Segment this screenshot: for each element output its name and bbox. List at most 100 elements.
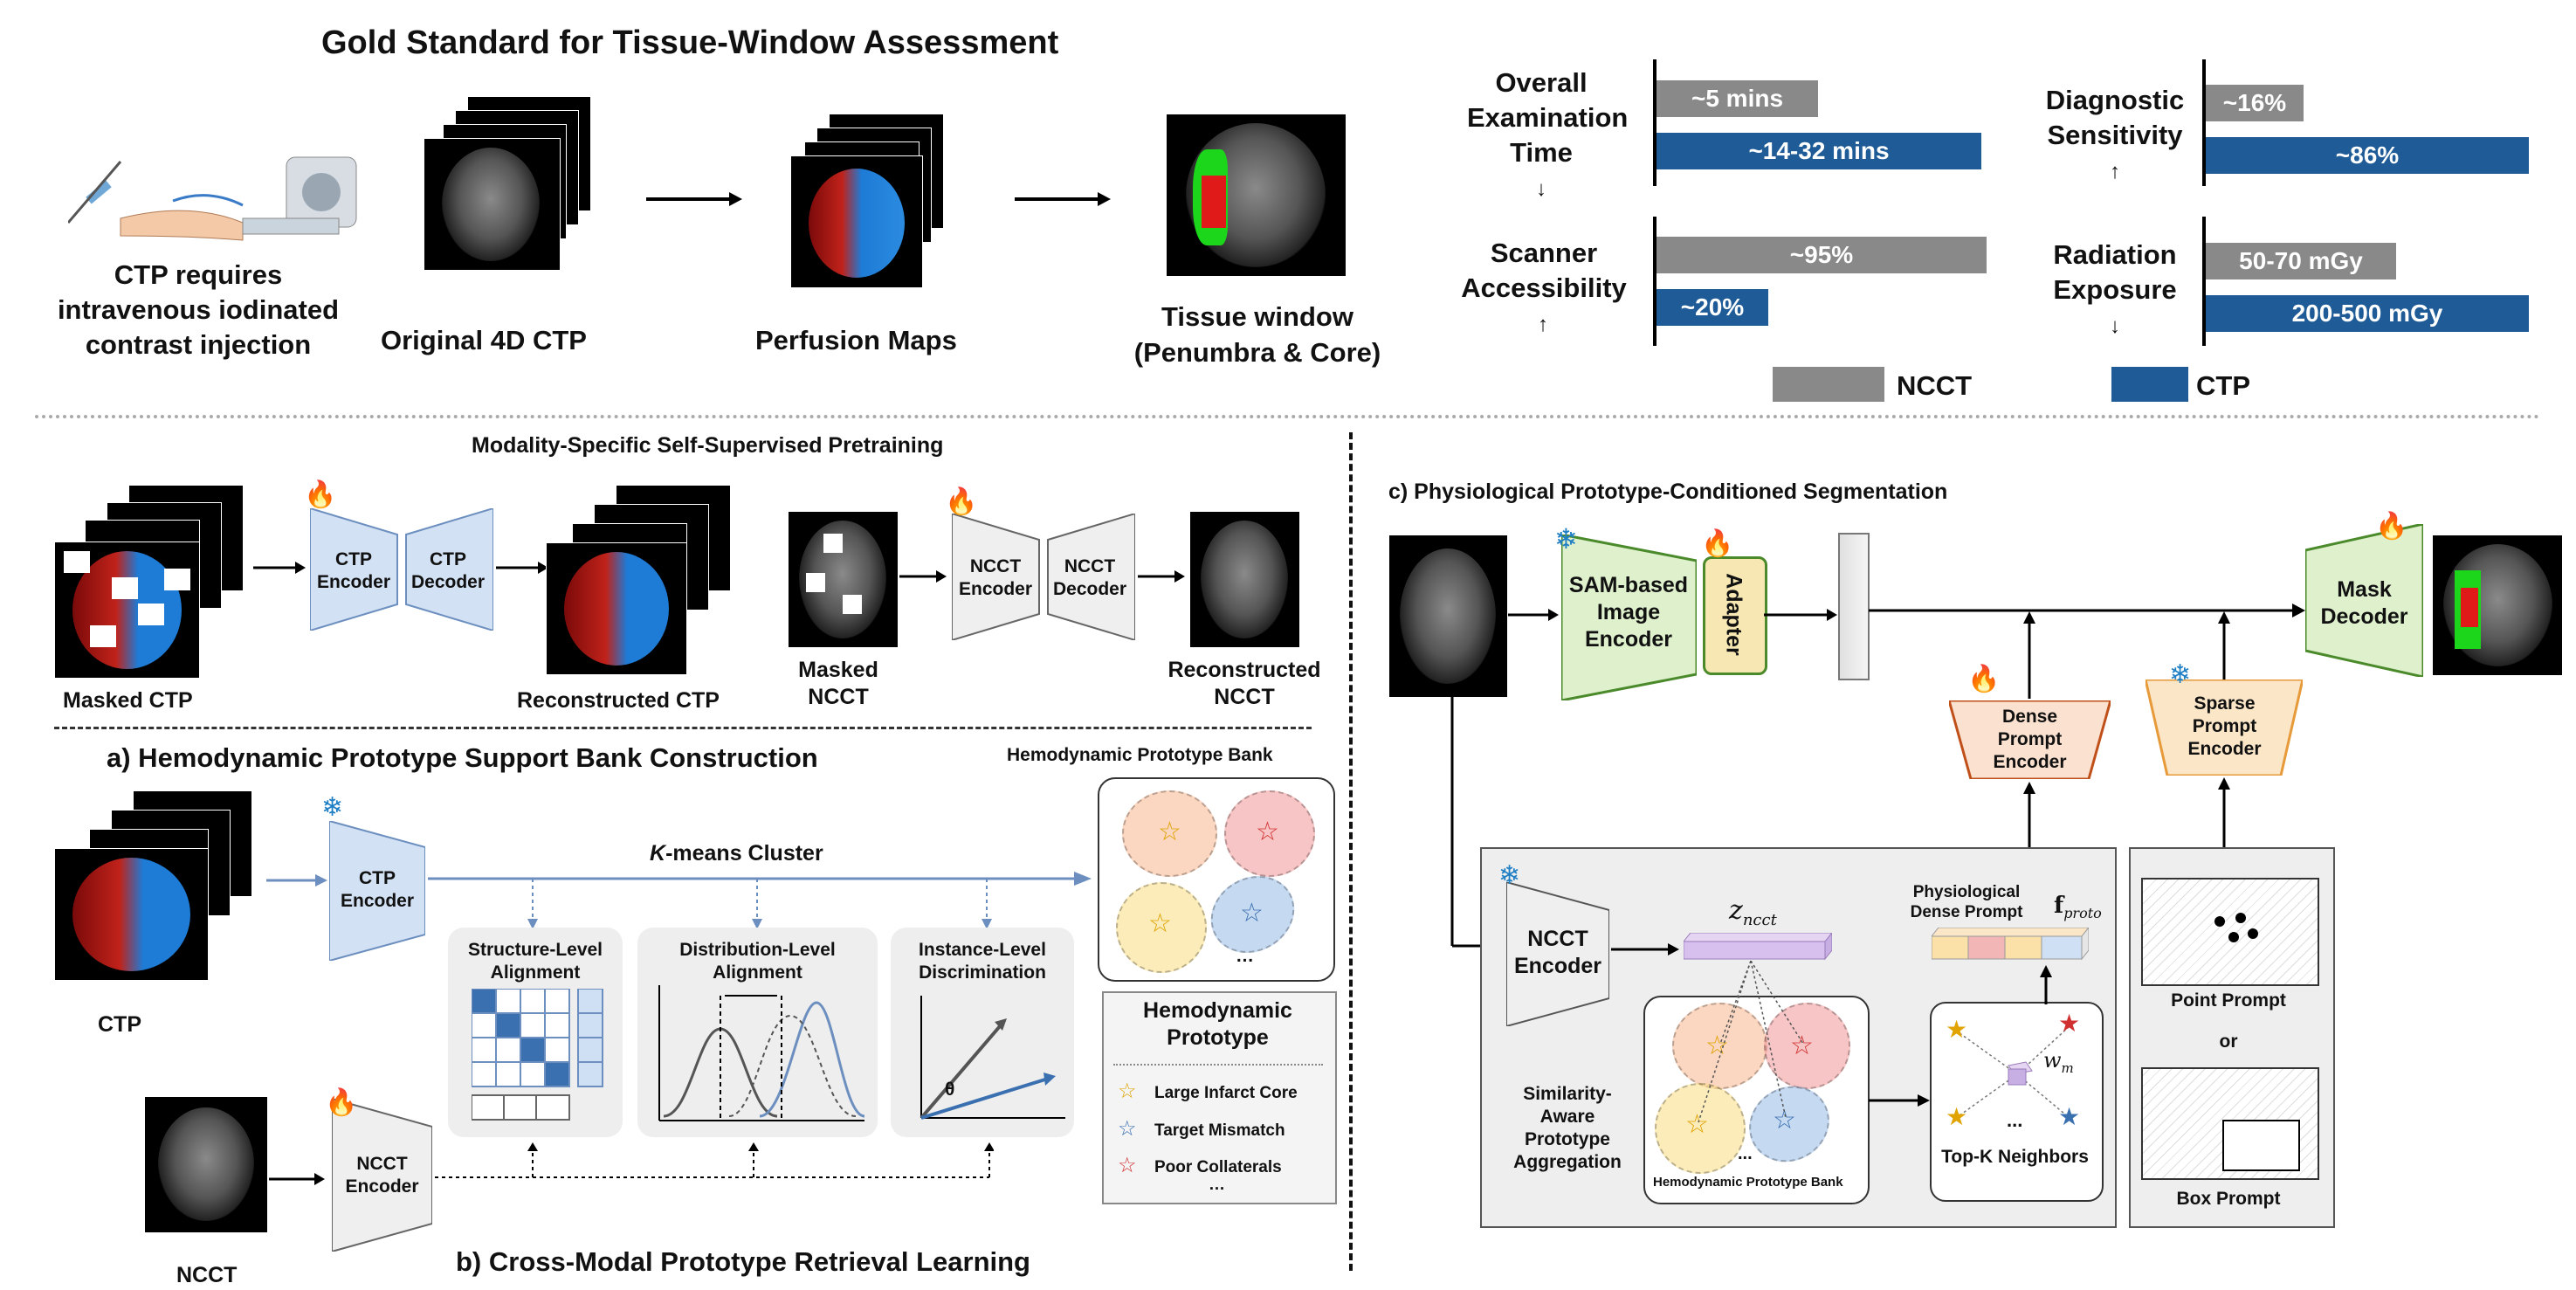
ncct-label-b: NCCT bbox=[176, 1263, 238, 1287]
fire-icon: 🔥 bbox=[2375, 512, 2408, 541]
star-icon: ☆ bbox=[1790, 1031, 1814, 1060]
f-proto-label: fproto bbox=[2054, 893, 2102, 922]
star-icon: ☆ bbox=[1148, 909, 1172, 938]
arrow-feature-to-decoder bbox=[1869, 597, 2305, 628]
section-b-title: b) Cross-Modal Prototype Retrieval Learn… bbox=[456, 1246, 1030, 1277]
bar-rad-ctp: 200-500 mGy bbox=[2206, 295, 2529, 332]
prototype-item-2: Target Mismatch bbox=[1154, 1121, 1285, 1140]
prototype-legend-ellipsis: … bbox=[1209, 1176, 1225, 1194]
star-icon: ★ bbox=[2058, 1010, 2081, 1037]
inner-bank-label: Hemodynamic Prototype Bank bbox=[1653, 1175, 1843, 1190]
arrow-decoder-to-recon bbox=[496, 559, 548, 581]
legend-swatch-ctp bbox=[2111, 367, 2188, 402]
dense-encoder-box bbox=[1947, 699, 2112, 781]
arrow-accessibility: ↑ bbox=[1538, 313, 1548, 336]
ctp-encoder-a-label: CTP Encoder bbox=[340, 868, 415, 911]
theta-label: θ bbox=[945, 1080, 955, 1100]
star-icon: ★ bbox=[1946, 1103, 1968, 1130]
star-icon: ☆ bbox=[1705, 1031, 1729, 1060]
arrow-1 bbox=[646, 190, 742, 212]
star-icon: ★ bbox=[1946, 1016, 1968, 1043]
z-ncct-vector bbox=[1682, 931, 1834, 961]
legend-label-ctp: CTP bbox=[2196, 370, 2250, 401]
label-sensitivity: Diagnostic Sensitivity bbox=[2045, 85, 2185, 150]
bar-sens-ctp: ~86% bbox=[2206, 137, 2529, 174]
topk-box bbox=[1930, 1002, 2104, 1202]
cluster-yellow bbox=[1655, 1083, 1746, 1174]
arrow-adapter-to-feature bbox=[1764, 606, 1838, 628]
fire-icon: 🔥 bbox=[945, 487, 978, 516]
reconstructed-ncct-image bbox=[1189, 511, 1300, 648]
snowflake-icon: ❄ bbox=[321, 793, 344, 822]
point-prompt-label: Point Prompt bbox=[2171, 990, 2286, 1011]
legend-swatch-ncct bbox=[1773, 367, 1884, 402]
ncct-image-b bbox=[144, 1096, 268, 1233]
bar-access-ctp: ~20% bbox=[1656, 289, 1768, 326]
reconstructed-ctp-label: Reconstructed CTP bbox=[517, 688, 720, 713]
axis-exam-time bbox=[1653, 59, 1656, 186]
axis-radiation bbox=[2202, 217, 2206, 346]
bar-access-ncct: ~95% bbox=[1656, 237, 1987, 273]
star-icon: ☆ bbox=[1240, 899, 1264, 928]
adapter-label: Adapter bbox=[1721, 573, 1746, 656]
bar-exam-ncct: ~5 mins bbox=[1656, 80, 1818, 117]
similarity-label: Similarity-Aware Prototype Aggregation bbox=[1513, 1084, 1622, 1172]
star-icon: ☆ bbox=[1685, 1110, 1709, 1139]
cluster-orange bbox=[1672, 1003, 1767, 1089]
mask-decoder-label: Mask Decoder bbox=[2320, 577, 2408, 629]
fire-icon: 🔥 bbox=[325, 1088, 358, 1117]
cluster-orange bbox=[1122, 790, 1217, 877]
cluster-red bbox=[1224, 790, 1315, 877]
phys-dense-label: Physiological Dense Prompt bbox=[1910, 883, 2023, 921]
sam-encoder-label: SAM-based Image Encoder bbox=[1568, 573, 1689, 652]
instance-plot bbox=[904, 987, 1070, 1131]
phys-dense-vector bbox=[1930, 926, 2090, 961]
tissue-window-sublabel: (Penumbra & Core) bbox=[1133, 337, 1381, 368]
pretrain-divider bbox=[54, 727, 1312, 729]
tissue-window-label: Tissue window bbox=[1161, 301, 1353, 332]
ncct-autoencoder bbox=[951, 512, 1136, 642]
distribution-plot bbox=[651, 976, 869, 1134]
ncct-input-c bbox=[1388, 535, 1508, 698]
star-icon: ☆ bbox=[1118, 1080, 1137, 1103]
ncct-decoder-label: NCCT Decoder bbox=[1052, 556, 1127, 599]
feature-map bbox=[1838, 533, 1870, 680]
axis-sensitivity bbox=[2202, 59, 2206, 186]
cluster-yellow bbox=[1116, 882, 1207, 973]
fire-icon: 🔥 bbox=[1701, 529, 1734, 558]
section-c-title: c) Physiological Prototype-Conditioned S… bbox=[1388, 479, 1948, 504]
ctp-caption: CTP requires intravenous iodinated contr… bbox=[57, 259, 340, 360]
bar-sens-ncct: ~16% bbox=[2206, 85, 2304, 121]
topk-dots: ... bbox=[2007, 1109, 2023, 1131]
prototype-item-3: Poor Collaterals bbox=[1154, 1158, 1282, 1176]
arrow-2 bbox=[1015, 190, 1111, 212]
snowflake-icon: ❄ bbox=[2169, 660, 2192, 689]
prototype-legend-divider bbox=[1113, 1064, 1323, 1066]
dotted-up-arrows bbox=[435, 1142, 995, 1182]
ctp-encoder-label: CTP Encoder bbox=[316, 549, 391, 592]
ctp-decoder-label: CTP Decoder bbox=[410, 549, 486, 592]
arrow-input-to-sam bbox=[1508, 606, 1560, 628]
prototype-legend-title: Hemodynamic Prototype bbox=[1143, 998, 1292, 1050]
injection-illustration bbox=[66, 140, 365, 253]
ncct-encoder-label: NCCT Encoder bbox=[958, 556, 1033, 599]
label-accessibility: Scanner Accessibility bbox=[1461, 238, 1627, 303]
arrow-ncct-b bbox=[269, 1170, 326, 1192]
sparse-encoder-label: Sparse Prompt Encoder bbox=[2187, 693, 2262, 759]
structure-label: Structure-Level Alignment bbox=[467, 940, 603, 983]
snowflake-icon: ❄ bbox=[1554, 523, 1578, 555]
horizontal-divider bbox=[35, 415, 2541, 418]
label-exam-time: Overall Examination Time bbox=[1467, 67, 1629, 168]
arrow-bank-to-topk bbox=[1869, 1092, 1930, 1114]
dense-up-arrow bbox=[2021, 611, 2038, 703]
snowflake-icon: ❄ bbox=[1498, 861, 1521, 890]
tissue-window-image bbox=[1166, 114, 1347, 277]
axis-accessibility bbox=[1653, 217, 1656, 346]
arrow-ctp-to-encoder bbox=[266, 872, 327, 893]
w-m-label: wm bbox=[2043, 1048, 2074, 1076]
masked-ncct-image bbox=[788, 511, 899, 648]
inner-bank-ellipsis: ... bbox=[1738, 1144, 1753, 1163]
perfusion-maps-stack bbox=[790, 114, 947, 297]
arrow-sensitivity: ↑ bbox=[2110, 160, 2120, 183]
output-mask-image bbox=[2432, 535, 2563, 676]
